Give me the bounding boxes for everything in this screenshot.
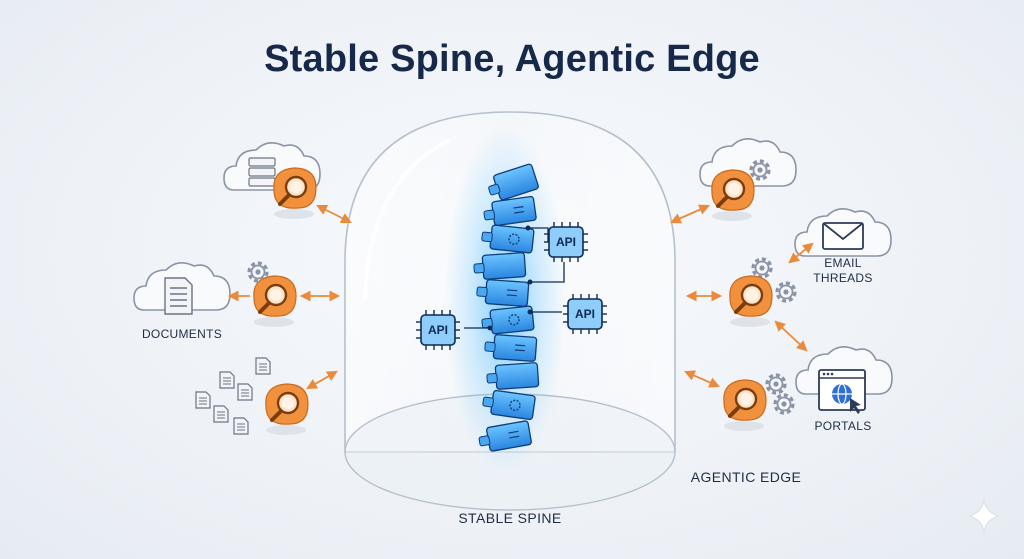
magnifier-icon: [251, 274, 298, 329]
documents-label: DOCUMENTS: [141, 327, 223, 341]
server-icon: [248, 157, 276, 187]
gear-icon: [773, 393, 795, 415]
sparkle-icon: [968, 499, 1000, 533]
magnifier-icon: [709, 168, 756, 223]
stable-spine-label: STABLE SPINE: [458, 510, 562, 526]
portals-label: PORTALS: [814, 419, 872, 433]
agentic-edge-label: AGENTIC EDGE: [690, 469, 802, 485]
email-threads-label-line1: EMAIL: [824, 256, 862, 270]
magnifier-icon: [263, 382, 310, 437]
magnifier-icon: [271, 166, 318, 221]
gear-icon: [751, 257, 773, 279]
gear-icon: [749, 159, 771, 181]
email-threads-label-line2: THREADS: [813, 271, 873, 285]
stable-spine: [473, 163, 540, 452]
page-title: Stable Spine, Agentic Edge: [264, 38, 760, 80]
document-icon: [164, 277, 193, 315]
mail-icon: [822, 222, 864, 250]
magnifier-icon: [727, 274, 774, 329]
svg-text:API: API: [556, 235, 576, 249]
gear-icon: [765, 373, 787, 395]
browser-globe-icon: [818, 369, 866, 414]
api-chip: API: [415, 309, 461, 351]
api-connectors: [464, 227, 565, 329]
email-threads-label: EMAIL THREADS: [800, 256, 886, 286]
svg-text:API: API: [575, 307, 595, 321]
svg-text:API: API: [428, 323, 448, 337]
document-icon: [195, 357, 271, 435]
api-chip: API: [562, 293, 608, 335]
gear-icon: [775, 281, 797, 303]
magnifier-icon: [721, 378, 768, 433]
api-chip: API: [543, 221, 589, 263]
